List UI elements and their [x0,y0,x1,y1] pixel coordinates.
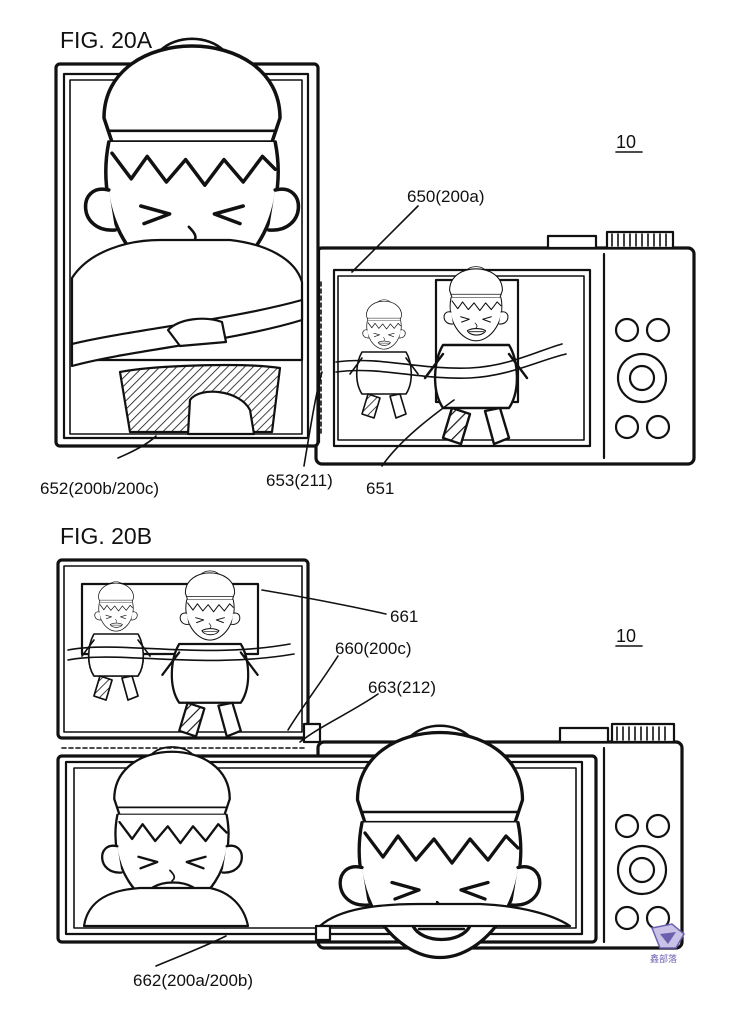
button-20b-2 [645,813,671,839]
callout-653: 653(211) [266,471,333,490]
callout-663: 663(212) [368,678,436,697]
callout-660: 660(200c) [335,639,412,658]
button-20a-1 [614,317,640,343]
shutter-button-20b [558,726,610,744]
flip-display-660 [56,558,310,749]
callout-662: 662(200a/200b) [133,971,253,990]
callout-650: 650(200a) [407,187,485,206]
mode-dial-20a [605,230,675,250]
leader-650 [351,205,419,273]
leader-651 [381,399,455,467]
device-ref-20a: 10 [616,132,636,152]
rear-display-650 [332,267,592,448]
callout-651: 651 [366,479,394,498]
callout-652: 652(200b/200c) [40,479,159,498]
device-ref-20b: 10 [616,626,636,646]
figure-20b: FIG. 20B 10 [56,523,684,990]
figure-20a: FIG. 20A 10 [40,27,696,498]
leader-661 [261,589,387,615]
flip-display-652 [54,37,320,448]
leader-653 [303,371,323,467]
watermark-logo: 鑫部落 [650,923,685,964]
button-20b-3 [614,905,640,931]
leader-660 [287,655,339,731]
leader-652 [117,435,157,459]
button-20a-4 [645,414,671,440]
button-20b-1 [614,813,640,839]
figure-20b-title: FIG. 20B [60,523,152,549]
leader-663 [299,693,379,743]
wide-display-662 [56,724,598,960]
watermark-text: 鑫部落 [650,953,677,964]
shutter-button-20a [546,234,598,250]
figure-20a-title: FIG. 20A [60,27,153,53]
button-20a-3 [614,414,640,440]
button-20a-2 [645,317,671,343]
callout-661: 661 [390,607,418,626]
leader-662 [155,935,227,967]
